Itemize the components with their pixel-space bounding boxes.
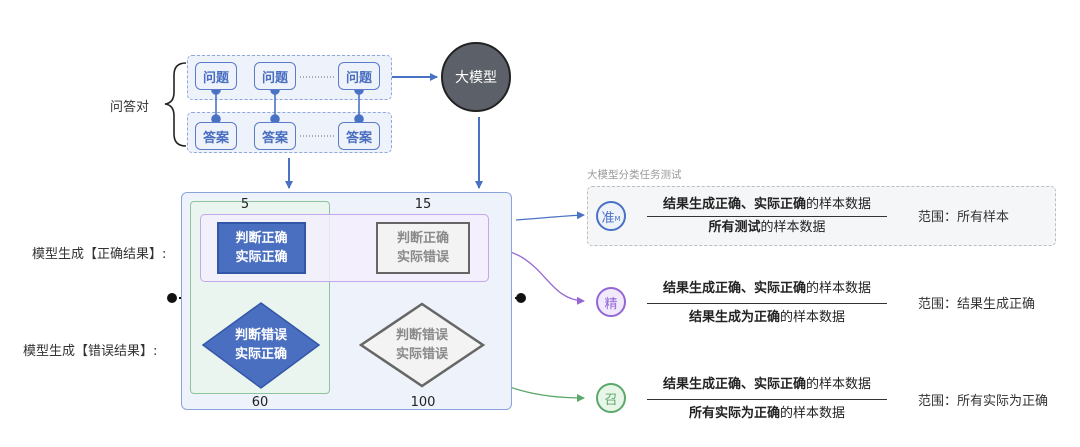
divider-left-dot: [167, 293, 177, 303]
recall-icon-char: 召: [604, 392, 618, 408]
question-box-2: 问题: [254, 62, 296, 90]
tp-line2: 实际正确: [235, 250, 288, 265]
false-negative-diamond: [201, 302, 321, 389]
question-box-n: 问题: [338, 62, 380, 90]
matrix-to-accuracy-connector: [515, 211, 585, 221]
accuracy-icon-char: 准: [601, 210, 615, 226]
accuracy-scope: 范围：所有样本: [918, 210, 1010, 225]
row-label-negative: 模型生成【错误结果】:: [23, 344, 158, 359]
question-box-1: 问题: [195, 62, 237, 90]
llm-node: 大模型: [441, 42, 511, 112]
fraction-bar: [647, 399, 887, 400]
precision-icon: 精: [596, 287, 626, 317]
recall-numerator: 结果生成正确、实际正确的样本数据: [662, 377, 872, 392]
recall-icon: 召: [596, 383, 626, 413]
false-positive-cell: 判断正确 实际错误: [376, 222, 470, 274]
fp-line2: 实际错误: [396, 250, 449, 265]
tn-count: 100: [410, 395, 436, 410]
tn-line1: 判断错误: [395, 328, 448, 343]
qa-pairs-label: 问答对: [110, 100, 150, 115]
fp-line1: 判断正确: [396, 231, 449, 246]
accuracy-icon-sub: M: [614, 214, 621, 223]
recall-scope: 范围：所有实际为正确: [918, 394, 1049, 409]
fn-count: 60: [251, 395, 269, 410]
recall-formula: 结果生成正确、实际正确的样本数据 所有实际为正确的样本数据: [647, 374, 887, 425]
tp-line1: 判断正确: [235, 231, 288, 246]
fraction-bar: [647, 303, 887, 304]
answer-box-n: 答案: [338, 122, 380, 150]
accuracy-numerator: 结果生成正确、实际正确的样本数据: [662, 197, 872, 212]
accuracy-denominator: 所有测试的样本数据: [708, 220, 826, 235]
accuracy-formula: 结果生成正确、实际正确的样本数据 所有测试的样本数据: [647, 194, 887, 239]
precision-denominator: 结果生成为正确的样本数据: [688, 310, 846, 325]
true-negative-label: 判断错误 实际错误: [377, 326, 467, 364]
answer-box-2: 答案: [254, 122, 296, 150]
fraction-bar: [647, 216, 887, 217]
answer-box-1: 答案: [195, 122, 237, 150]
precision-numerator: 结果生成正确、实际正确的样本数据: [662, 281, 872, 296]
precision-scope: 范围：结果生成正确: [918, 297, 1036, 312]
fn-line1: 判断错误: [234, 328, 287, 343]
divider-right-dot: [516, 293, 526, 303]
true-positive-cell: 判断正确 实际正确: [217, 222, 306, 274]
metrics-group-label: 大模型分类任务测试: [587, 169, 682, 181]
precision-icon-char: 精: [604, 296, 618, 312]
brace-icon: [164, 62, 187, 147]
tn-line2: 实际错误: [395, 347, 448, 362]
tp-count: 5: [240, 197, 250, 212]
row-label-positive: 模型生成【正确结果】:: [32, 247, 167, 262]
recall-denominator: 所有实际为正确的样本数据: [688, 406, 846, 421]
true-negative-diamond: [358, 302, 486, 388]
precision-formula: 结果生成正确、实际正确的样本数据 结果生成为正确的样本数据: [647, 278, 887, 329]
fp-count: 15: [414, 197, 432, 212]
llm-label: 大模型: [455, 70, 497, 86]
false-negative-label: 判断错误 实际正确: [216, 326, 306, 364]
fn-line2: 实际正确: [234, 347, 287, 362]
